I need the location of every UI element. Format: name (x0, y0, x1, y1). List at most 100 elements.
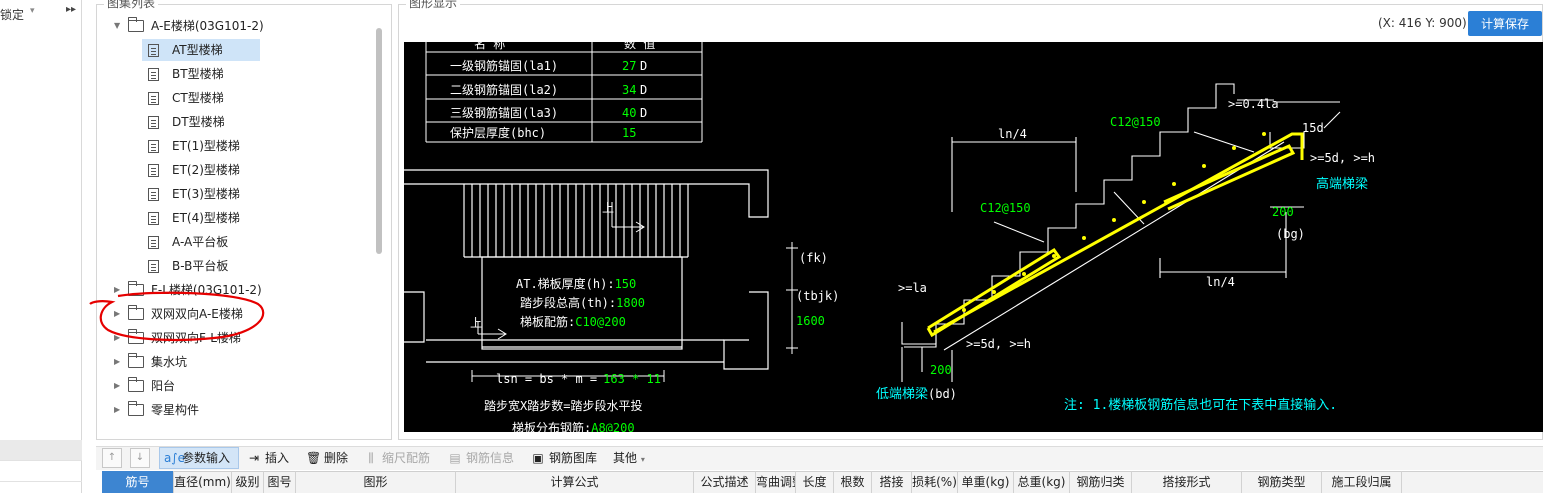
folder-icon (128, 281, 144, 296)
bd-label: (bd) (928, 387, 957, 401)
move-down-icon[interactable]: ↓ (130, 448, 150, 468)
tree-scrollbar-thumb[interactable] (376, 28, 382, 254)
tree-item-label: A-E楼梯(03G101-2) (151, 19, 264, 33)
plan-rebar: 梯板配筋:C10@200 (520, 314, 626, 329)
geq-04la-label: >=0.4la (1228, 97, 1279, 111)
chevron-down-icon[interactable]: ▼ (114, 21, 121, 30)
grid-column-header[interactable]: 根数 (834, 471, 872, 493)
expand-panel-icon[interactable]: ▸▸ (66, 4, 77, 15)
geq-la-label: >=la (898, 281, 927, 295)
plan-dimension-lines (471, 242, 798, 382)
move-up-icon[interactable]: ↑ (102, 448, 122, 468)
info-icon: ▤ (449, 451, 461, 465)
atlas-list-title: 图集列表 (104, 0, 159, 11)
chevron-right-icon[interactable]: ▶ (114, 333, 121, 342)
grid-column-header[interactable]: 级别 (232, 471, 264, 493)
lock-dropdown-caret-icon[interactable]: ▾ (30, 6, 35, 16)
folder-icon (128, 305, 144, 320)
document-icon (148, 44, 159, 57)
table-header-value: 数 值 (624, 42, 655, 51)
grid-column-header[interactable]: 单重(kg) (958, 471, 1014, 493)
rebar-lines (926, 132, 1304, 338)
cursor-coordinates: (X: 416 Y: 900) (1378, 16, 1467, 30)
grid-column-header[interactable]: 损耗(%) (912, 471, 958, 493)
grid-column-header[interactable]: 搭接 (872, 471, 912, 493)
calc-save-button[interactable]: 计算保存 (1468, 11, 1542, 36)
chevron-right-icon[interactable]: ▶ (114, 405, 121, 414)
plan-up-label-2: 上 (470, 316, 482, 330)
up-arrow (477, 202, 645, 340)
plan-thickness: AT.梯板厚度(h):150 (516, 276, 636, 291)
grid-column-header[interactable]: 筋号 (102, 471, 174, 493)
folder-icon (128, 353, 144, 368)
grid-column-header[interactable]: 计算公式 (456, 471, 694, 493)
atlas-list-panel (96, 4, 392, 440)
table-row-value: 15 (622, 126, 636, 140)
folder-icon (128, 377, 144, 392)
delete-button[interactable]: 🗑删除 (306, 448, 348, 468)
grid-column-header[interactable]: 施工段归属 (1322, 471, 1402, 493)
grid-column-header[interactable]: 公式描述 (694, 471, 756, 493)
table-row-unit: D (640, 83, 647, 97)
tree-item-label: A-A平台板 (172, 235, 229, 249)
drawing-note: 注: 1.楼梯板钢筋信息也可在下表中直接输入. (1064, 397, 1337, 413)
geq-5d-h-top-label: >=5d, >=h (1310, 151, 1375, 165)
table-row-name: 保护层厚度(bhc) (450, 125, 546, 140)
tree-item-label: 双网双向F-L楼梯 (151, 331, 241, 345)
folder-icon (128, 401, 144, 416)
tree-item-label: AT型楼梯 (172, 43, 223, 57)
rebar-library-button[interactable]: ▣钢筋图库 (531, 448, 597, 468)
plan-total-height: 踏步段总高(th):1800 (520, 295, 645, 310)
trash-icon: 🗑 (306, 451, 322, 465)
grid-column-header[interactable]: 长度 (796, 471, 834, 493)
low-200-label: 200 (930, 363, 952, 377)
table-header-name: 名 称 (474, 42, 505, 51)
tree-item-label: 阳台 (151, 379, 176, 393)
grid-column-header[interactable]: 总重(kg) (1014, 471, 1070, 493)
table-row-value: 27 (622, 59, 636, 73)
tree-item-label: DT型楼梯 (172, 115, 225, 129)
grid-column-header[interactable]: 直径(mm) (174, 471, 232, 493)
grid-column-header[interactable]: 图形 (296, 471, 456, 493)
tbjk-label: (tbjk) (796, 289, 839, 303)
other-menu-button[interactable]: 其他 ▾ (613, 451, 645, 465)
tree-item-label: ET(1)型楼梯 (172, 139, 240, 153)
grid-column-header[interactable]: 搭接形式 (1132, 471, 1242, 493)
bg-label: (bg) (1276, 227, 1305, 241)
scale-rebar-button[interactable]: ⫼缩尺配筋 (364, 448, 430, 468)
chevron-right-icon[interactable]: ▶ (114, 381, 121, 390)
fk-label: (fk) (799, 251, 828, 265)
library-icon: ▣ (532, 451, 544, 465)
rebar-toolbar (96, 446, 1543, 470)
grid-column-header[interactable]: 钢筋归类 (1070, 471, 1132, 493)
anchorage-table (425, 42, 703, 143)
document-icon (148, 260, 159, 273)
document-icon (148, 236, 159, 249)
rebar-info-button[interactable]: ▤钢筋信息 (448, 448, 514, 468)
tree-item-label: ET(4)型楼梯 (172, 211, 240, 225)
document-icon (148, 140, 159, 153)
table-row-name: 二级钢筋锚固(la2) (450, 82, 558, 97)
ln4-top-label: ln/4 (998, 127, 1027, 141)
graphic-display-title: 图形显示 (406, 0, 461, 11)
chevron-right-icon[interactable]: ▶ (114, 309, 121, 318)
rebar-dots (962, 132, 1266, 312)
bar-mid-label: C12@150 (980, 201, 1031, 215)
grid-column-header[interactable]: 图号 (264, 471, 296, 493)
lsn-formula: lsn = bs * m =163 * 11 (496, 372, 661, 386)
stair-plan-view (404, 169, 769, 370)
grid-column-header[interactable]: 钢筋类型 (1242, 471, 1322, 493)
chevron-right-icon[interactable]: ▶ (114, 285, 121, 294)
param-input-button[interactable]: a∫e参数输入 (164, 448, 230, 468)
high-200-label: 200 (1272, 205, 1294, 219)
scale-icon: ⫼ (368, 451, 374, 465)
insert-button[interactable]: ⇥插入 (247, 448, 289, 468)
grid-column-header[interactable]: 弯曲调整 (756, 471, 796, 493)
tree-item-label: ET(3)型楼梯 (172, 187, 240, 201)
lock-label[interactable]: 锁定 (0, 8, 25, 22)
chevron-right-icon[interactable]: ▶ (114, 357, 121, 366)
tree-item-label: 双网双向A-E楼梯 (151, 307, 243, 321)
folder-icon (128, 17, 144, 32)
table-row-unit: D (640, 59, 647, 73)
